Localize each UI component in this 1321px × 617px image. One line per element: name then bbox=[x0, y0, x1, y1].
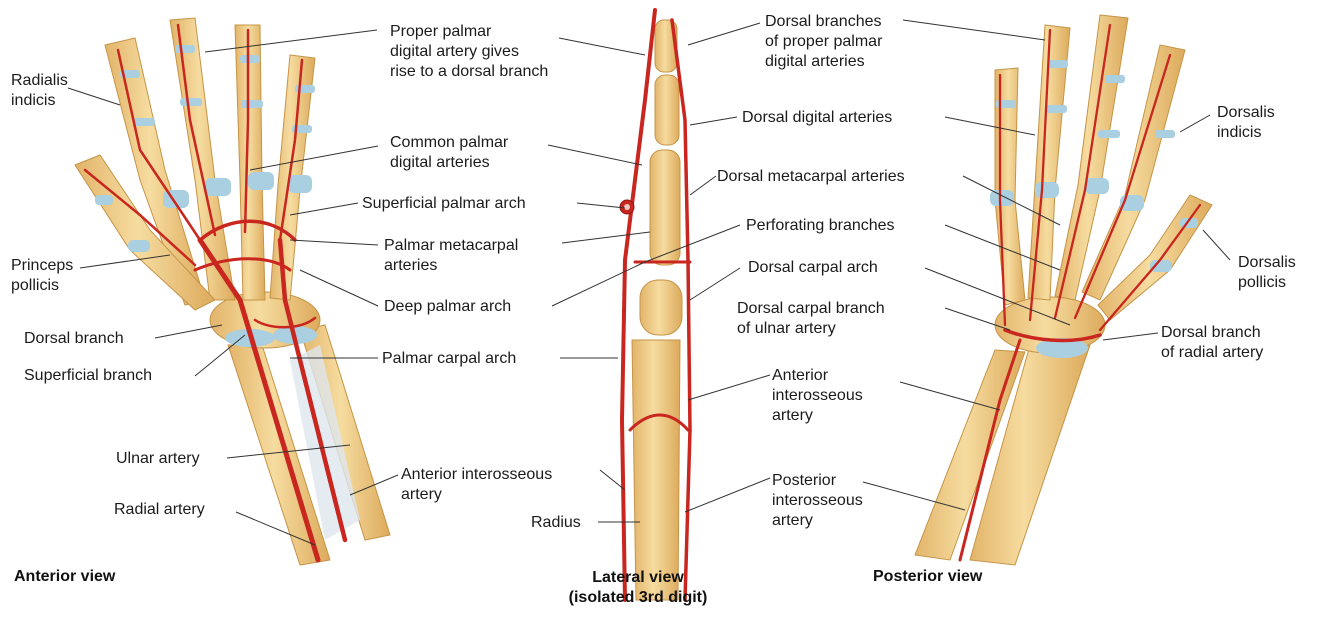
label-superficial-branch: Superficial branch bbox=[24, 366, 152, 386]
view-title-anterior: Anterior view bbox=[14, 567, 115, 587]
label-radial-artery: Radial artery bbox=[114, 500, 205, 520]
label-proper-palmar-digital-artery: Proper palmar digital artery gives rise … bbox=[390, 22, 548, 82]
label-dorsal-carpal-arch: Dorsal carpal arch bbox=[748, 258, 878, 278]
label-perforating-branches: Perforating branches bbox=[746, 216, 895, 236]
label-anterior-interosseous-artery: Anterior interosseous artery bbox=[401, 465, 552, 505]
label-superficial-palmar-arch: Superficial palmar arch bbox=[362, 194, 526, 214]
lateral-carpal bbox=[640, 280, 682, 335]
lateral-metacarpal bbox=[650, 150, 680, 265]
label-common-palmar-digital-arteries: Common palmar digital arteries bbox=[390, 133, 508, 173]
posterior-hand bbox=[915, 15, 1212, 565]
label-radialis-indicis: Radialis indicis bbox=[11, 71, 68, 111]
label-anterior-interosseous-artery-lateral: Anterior interosseous artery bbox=[772, 366, 863, 426]
label-ulnar-artery: Ulnar artery bbox=[116, 449, 200, 469]
label-dorsalis-indicis: Dorsalis indicis bbox=[1217, 103, 1275, 143]
view-title-posterior: Posterior view bbox=[873, 567, 982, 587]
anterior-hand bbox=[75, 18, 390, 565]
view-title-lateral: Lateral view (isolated 3rd digit) bbox=[558, 568, 718, 608]
label-palmar-carpal-arch: Palmar carpal arch bbox=[382, 349, 516, 369]
label-princeps-pollicis: Princeps pollicis bbox=[11, 256, 73, 296]
label-dorsal-branches-proper-palmar: Dorsal branches of proper palmar digital… bbox=[765, 12, 882, 72]
lateral-digit bbox=[620, 10, 690, 600]
label-dorsal-carpal-branch-ulnar: Dorsal carpal branch of ulnar artery bbox=[737, 299, 885, 339]
label-deep-palmar-arch: Deep palmar arch bbox=[384, 297, 511, 317]
label-dorsal-digital-arteries: Dorsal digital arteries bbox=[742, 108, 892, 128]
label-dorsalis-pollicis: Dorsalis pollicis bbox=[1238, 253, 1296, 293]
label-dorsal-branch: Dorsal branch bbox=[24, 329, 124, 349]
label-dorsal-metacarpal-arteries: Dorsal metacarpal arteries bbox=[717, 167, 905, 187]
label-dorsal-branch-radial-artery: Dorsal branch of radial artery bbox=[1161, 323, 1263, 363]
label-palmar-metacarpal-arteries: Palmar metacarpal arteries bbox=[384, 236, 518, 276]
label-posterior-interosseous-artery: Posterior interosseous artery bbox=[772, 471, 863, 531]
lateral-radius-bone bbox=[632, 340, 680, 600]
label-radius: Radius bbox=[531, 513, 581, 533]
